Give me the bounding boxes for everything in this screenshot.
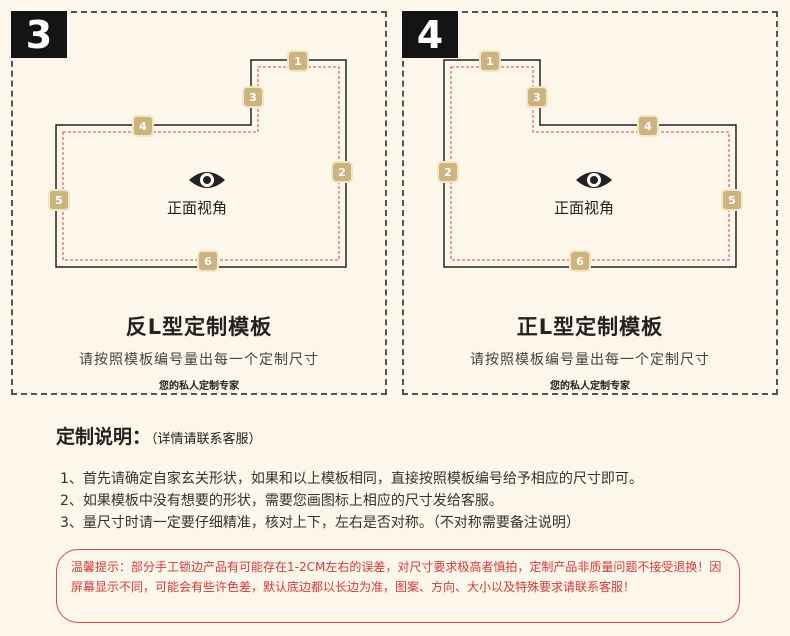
view-label: 正面视角 [554,199,615,217]
template-tagline: 您的私人定制专家 [159,381,239,392]
template-subtitle: 请按照模板编号量出每一个定制尺寸 [79,352,319,368]
template-title: 正L型定制模板 [516,315,664,339]
measure-tag-6: 6 [199,252,217,270]
warm-notice-box: 温馨提示：部分手工锁边产品有可能存在1-2CM左右的误差，对尺寸要求极高者慎拍，… [56,549,740,623]
measure-tag-1: 1 [289,52,307,70]
measure-tag-4: 4 [639,117,657,135]
eye-icon [576,172,612,188]
eye-icon [189,172,225,188]
description-title: 定制说明： [56,426,152,448]
template-number-badge: 3 [11,11,67,58]
measure-tag-3: 3 [244,88,262,106]
measure-tag-4: 4 [134,117,152,135]
template-panel-reverse-l: 3 正面视角 1 2 3 4 5 6 反L型定制模板 请按照模板编号量出每一个定… [11,11,387,395]
description-line-1: 1、首先请确定自家玄关形状，如果和以上模板相同，直接按照模板编号给予相应的尺寸即… [60,471,643,487]
measure-tag-6: 6 [571,252,589,270]
description-title-note: （详情请联系客服） [151,432,262,447]
template-subtitle: 请按照模板编号量出每一个定制尺寸 [470,352,710,368]
description-line-2: 2、如果模板中没有想要的形状，需要您画图标上相应的尺寸发给客服。 [60,493,503,509]
description-line-3: 3、量尺寸时请一定要仔细精准，核对上下，左右是否对称。（不对称需要备注说明） [60,515,580,531]
reverse-l-shape-diagram [55,59,347,268]
measure-tag-2: 2 [439,163,457,181]
template-title: 反L型定制模板 [125,315,273,339]
measure-tag-1: 1 [481,52,499,70]
measure-tag-2: 2 [333,163,351,181]
template-number-badge: 4 [402,11,458,58]
template-tagline: 您的私人定制专家 [550,381,630,392]
warm-notice-text: 温馨提示：部分手工锁边产品有可能存在1-2CM左右的误差，对尺寸要求极高者慎拍，… [71,560,722,594]
measure-tag-5: 5 [50,191,68,209]
measure-tag-3: 3 [528,88,546,106]
view-label: 正面视角 [167,199,228,217]
description-heading: 定制说明：（详情请联系客服） [56,422,262,449]
template-panel-normal-l: 4 正面视角 1 2 3 4 5 6 正L型定制模板 请按照模板编号量出每一个定… [402,11,778,395]
normal-l-shape-diagram [443,59,737,268]
measure-tag-5: 5 [723,191,741,209]
